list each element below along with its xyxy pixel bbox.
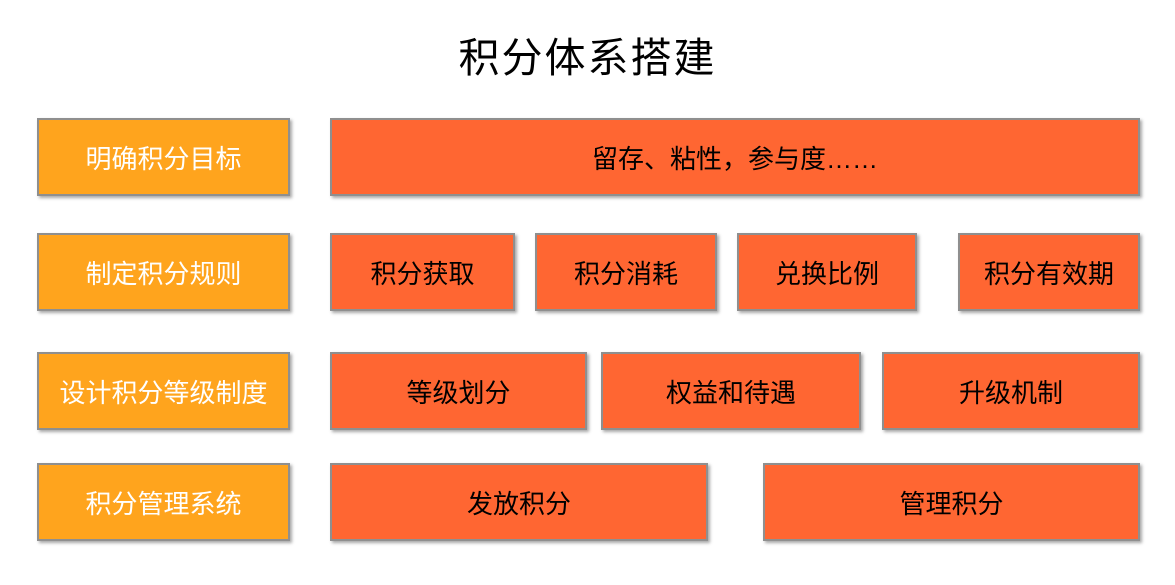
page-title: 积分体系搭建 <box>458 35 717 81</box>
item-box-points-validity: 积分有效期 <box>958 233 1140 311</box>
item-box-benefits-treatment: 权益和待遇 <box>601 352 861 430</box>
item-box-upgrade-mechanism: 升级机制 <box>882 352 1140 430</box>
stage-label-tier-system-design: 设计积分等级制度 <box>37 352 290 430</box>
stage-label-points-goal: 明确积分目标 <box>37 118 290 196</box>
item-box-tier-division: 等级划分 <box>330 352 587 430</box>
item-box-points-earning: 积分获取 <box>330 233 515 311</box>
stage-label-points-management-system: 积分管理系统 <box>37 463 290 541</box>
item-box-retention-stickiness-engagement: 留存、粘性，参与度…… <box>330 118 1140 196</box>
item-box-points-spending: 积分消耗 <box>535 233 717 311</box>
stage-label-points-rules: 制定积分规则 <box>37 233 290 311</box>
item-box-manage-points: 管理积分 <box>763 463 1140 541</box>
item-box-exchange-ratio: 兑换比例 <box>737 233 917 311</box>
item-box-issue-points: 发放积分 <box>330 463 708 541</box>
